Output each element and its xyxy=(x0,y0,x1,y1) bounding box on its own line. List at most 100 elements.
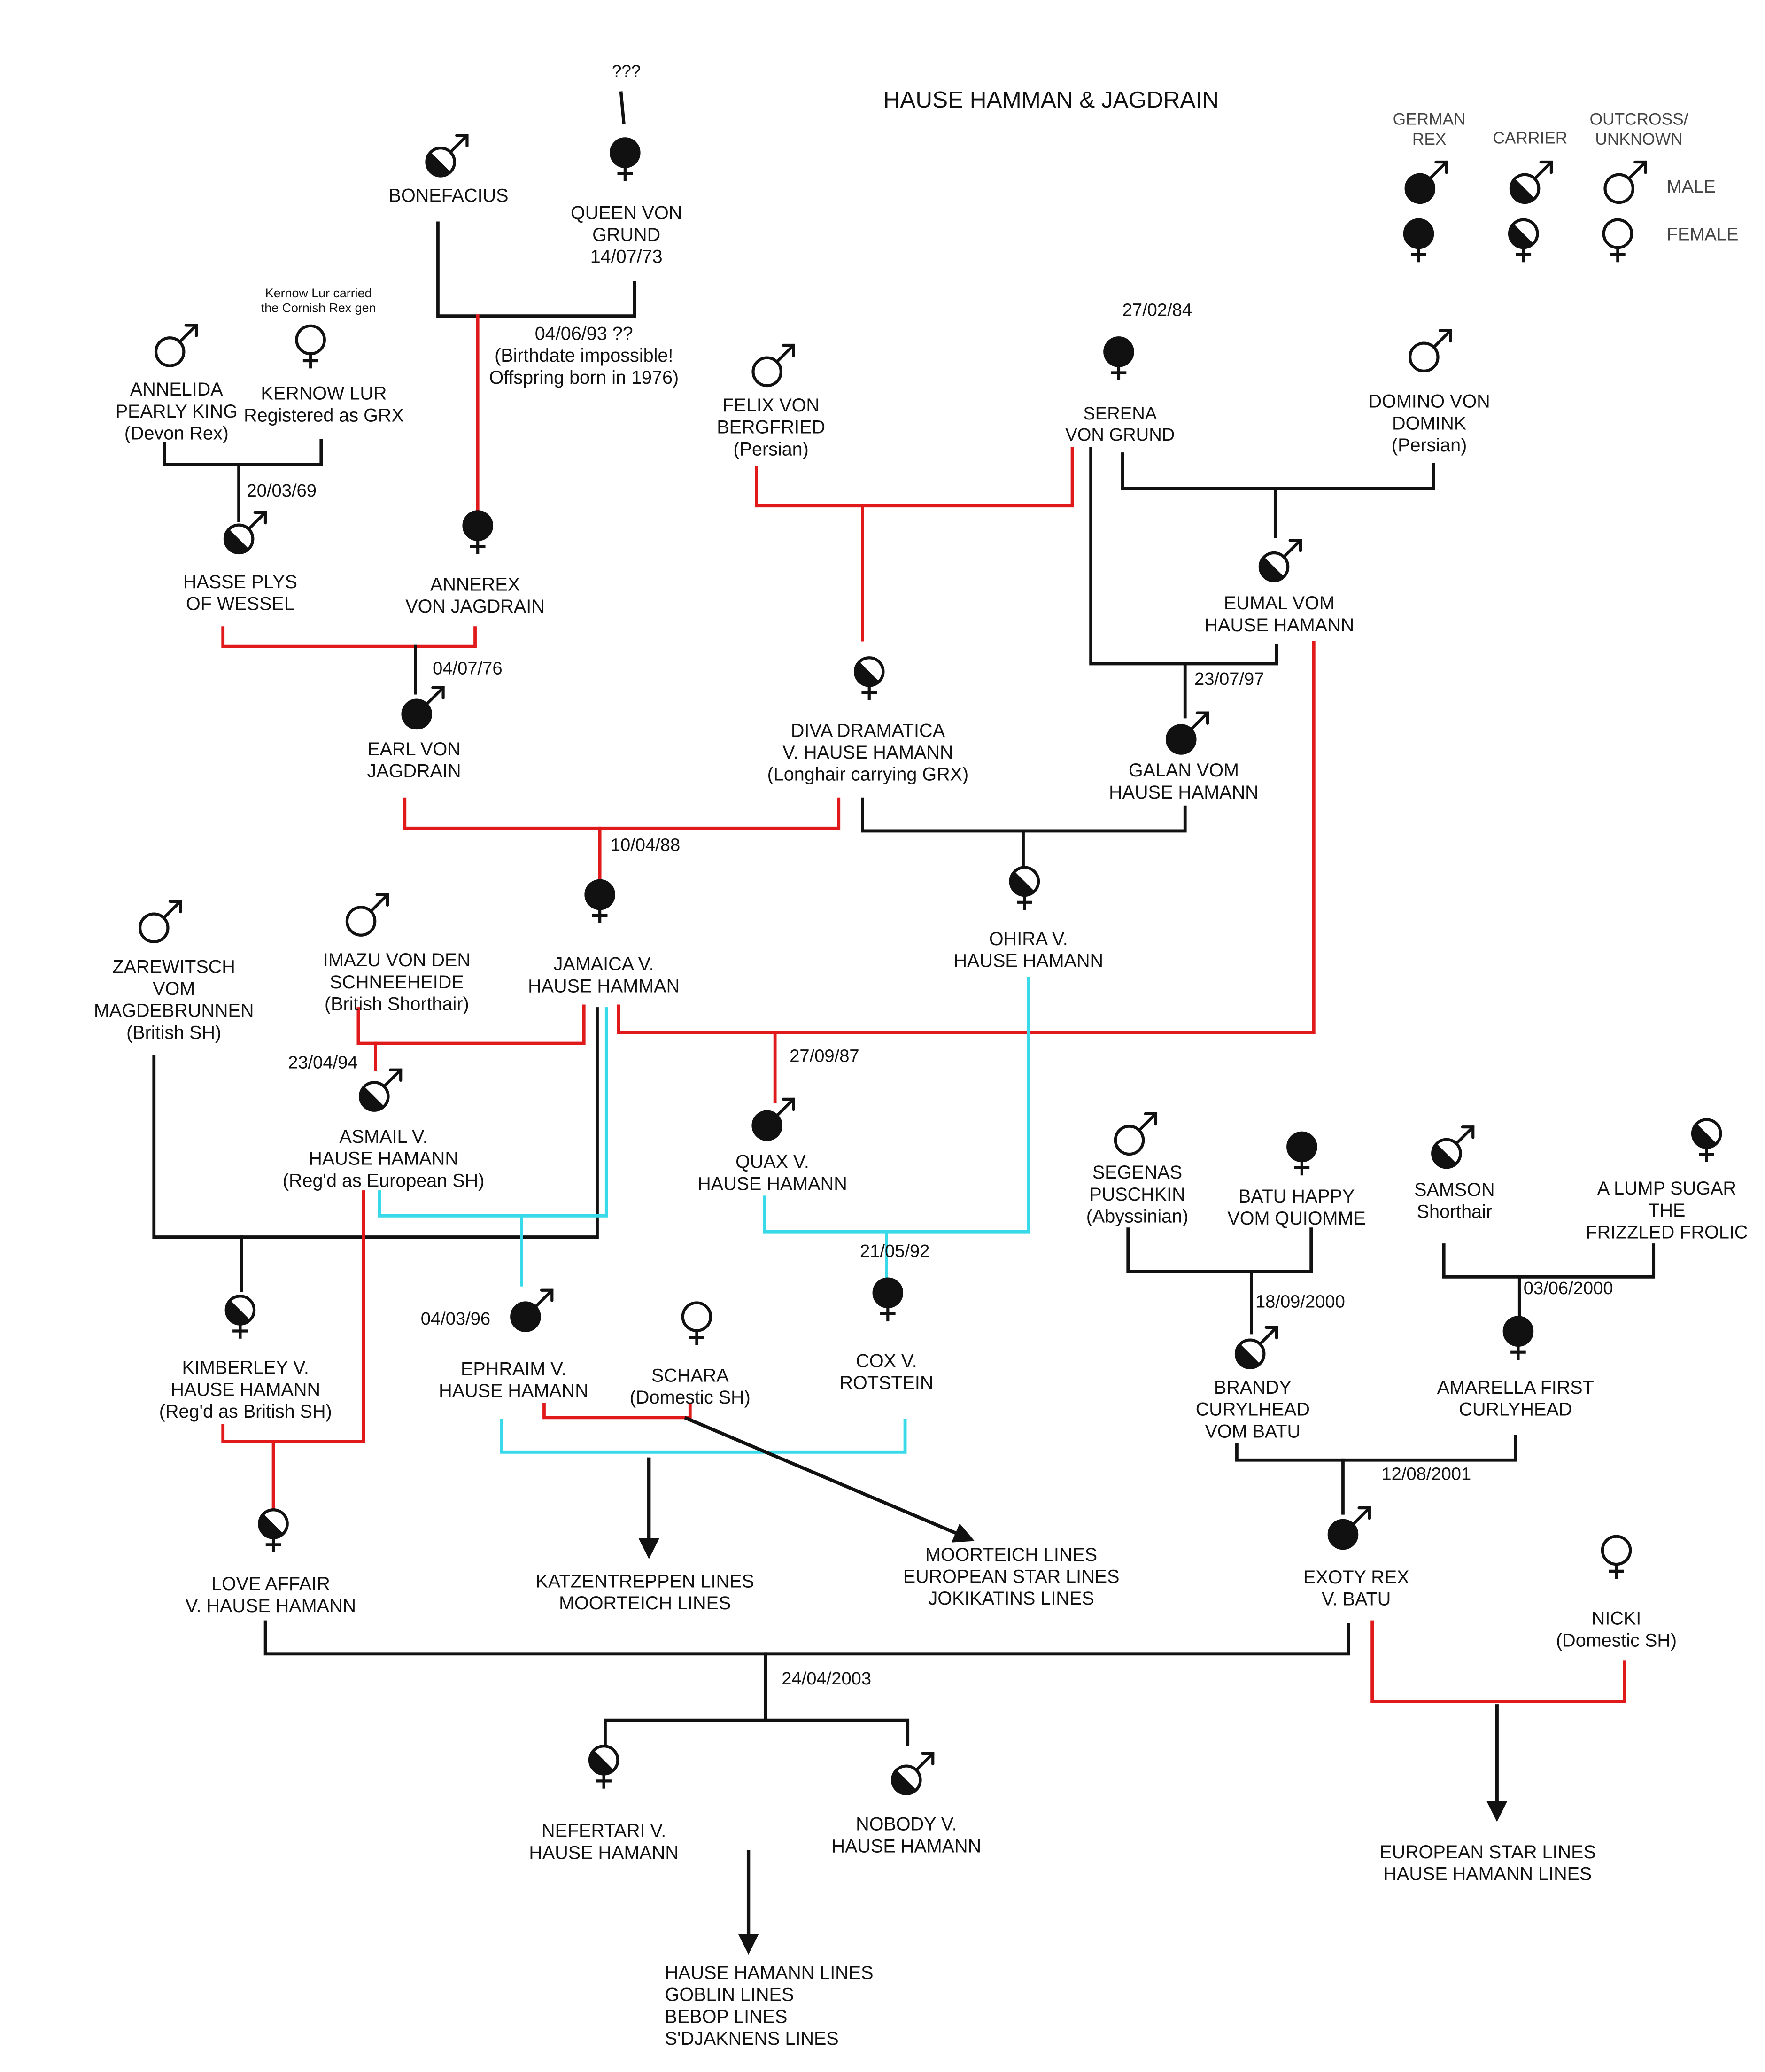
cat-label-line: EUMAL VOM xyxy=(1224,593,1335,613)
cat-label-line: 27/02/84 xyxy=(1122,300,1192,320)
female-symbol-icon xyxy=(588,1745,619,1789)
descendant-line-label: HAUSE HAMANN LINES xyxy=(665,1963,874,1983)
connector-line xyxy=(436,221,636,318)
cat-label-line: VOM BATU xyxy=(1205,1421,1301,1442)
cat-label-line: Kernow Lur carried xyxy=(265,286,372,300)
connector-line xyxy=(263,1620,1350,1656)
cat-label-line: GRUND xyxy=(592,225,660,245)
connector-line xyxy=(1121,452,1435,490)
cat-node-schara: SCHARA(Domestic SH) xyxy=(630,1366,751,1408)
cat-node-ephraim: EPHRAIM V.HAUSE HAMANN xyxy=(439,1358,588,1401)
birth-date-label: 24/04/2003 xyxy=(782,1668,871,1689)
cat-label-line: ANNELIDA xyxy=(130,379,223,400)
connector-line xyxy=(542,1403,692,1420)
cat-label-line: PUSCHKIN xyxy=(1089,1184,1185,1205)
cat-label-line: HAUSE HAMANN xyxy=(439,1381,588,1401)
birth-date-label: 04/07/76 xyxy=(433,659,502,679)
male-symbol-icon xyxy=(1165,711,1209,755)
female-symbol-icon xyxy=(681,1301,712,1345)
male-symbol-icon xyxy=(891,1752,935,1796)
cat-node-ohira: OHIRA V.HAUSE HAMANN xyxy=(953,929,1103,971)
male-symbol-icon xyxy=(1327,1506,1371,1550)
descendant-line-label: EUROPEAN STAR LINES xyxy=(903,1567,1120,1587)
male-symbol-icon xyxy=(359,1068,403,1112)
cat-label-line: NOBODY V. xyxy=(856,1814,957,1835)
cat-label-line: Registered as GRX xyxy=(244,405,404,426)
cat-label-line: 14/07/73 xyxy=(590,247,663,267)
cat-label-line: BATU HAPPY xyxy=(1239,1186,1355,1207)
male-symbol-icon xyxy=(1509,160,1553,204)
descendant-line-label: EUROPEAN STAR LINES xyxy=(1379,1842,1596,1862)
legend-column-label: UNKNOWN xyxy=(1595,130,1682,148)
cat-label-line: HAUSE HAMANN xyxy=(309,1149,458,1169)
connector-line xyxy=(378,1007,608,1218)
cat-node-kimberley: KIMBERLEY V.HAUSE HAMANN(Reg'd as Britis… xyxy=(159,1358,332,1422)
cat-label-line: Offspring born in 1976) xyxy=(489,367,679,388)
female-symbol-icon xyxy=(1602,218,1633,263)
female-symbol-icon xyxy=(224,1295,256,1339)
cat-node-note-birthdate: 04/06/93 ??(Birthdate impossible!Offspri… xyxy=(489,323,679,388)
legend-column-label: GERMAN xyxy=(1393,110,1466,129)
cat-label-line: AMARELLA FIRST xyxy=(1437,1377,1594,1398)
connector-line xyxy=(356,1004,586,1045)
male-symbol-icon xyxy=(1409,329,1452,373)
cat-label-line: FELIX VON xyxy=(722,395,820,416)
female-symbol-icon xyxy=(1502,1316,1534,1360)
cat-label-line: ANNEREX xyxy=(430,574,520,595)
cat-label-line: VON GRUND xyxy=(1065,425,1175,445)
legend-column-label: CARRIER xyxy=(1493,129,1567,147)
female-symbol-icon xyxy=(1286,1131,1317,1176)
cat-label-line: KIMBERLEY V. xyxy=(182,1358,309,1378)
female-symbol-icon xyxy=(1691,1118,1722,1162)
birth-date-label: 20/03/69 xyxy=(247,481,317,501)
cat-label-line: VOM QUIOMME xyxy=(1227,1208,1365,1229)
cat-label-line: HAUSE HAMANN xyxy=(1109,782,1259,803)
birth-date-label: 10/04/88 xyxy=(611,835,680,855)
cat-label-line: QUEEN VON xyxy=(571,202,682,223)
birth-date-label: 27/09/87 xyxy=(790,1046,859,1066)
cat-label-line: THE xyxy=(1648,1200,1685,1221)
cat-node-cox: COX V.ROTSTEIN xyxy=(840,1350,934,1393)
cat-label-line: DOMINK xyxy=(1392,413,1466,434)
cat-label-line: (Reg'd as European SH) xyxy=(283,1170,485,1191)
legend-column-carrier: CARRIER xyxy=(1493,129,1567,263)
cat-node-unknown-top: ??? xyxy=(612,62,641,81)
connector-line xyxy=(163,439,323,466)
connector-line xyxy=(221,1190,365,1443)
descendant-line-label: MOORTEICH LINES xyxy=(925,1544,1097,1565)
cat-label-line: OHIRA V. xyxy=(989,929,1068,949)
cat-label-line: (Abyssinian) xyxy=(1086,1206,1189,1227)
cat-label-line: (Persian) xyxy=(733,439,808,459)
cat-label-line: 04/06/93 ?? xyxy=(535,323,633,344)
female-symbol-icon xyxy=(462,510,493,554)
connector-line xyxy=(1235,1435,1517,1462)
cat-label-line: PEARLY KING xyxy=(116,401,238,422)
cat-label-line: ROTSTEIN xyxy=(840,1373,934,1393)
male-symbol-icon xyxy=(138,900,182,943)
cat-label-line: HAUSE HAMANN xyxy=(697,1173,847,1194)
male-symbol-icon xyxy=(154,324,198,367)
cat-node-quax: QUAX V.HAUSE HAMANN xyxy=(697,1152,847,1195)
connector-line xyxy=(152,1007,599,1239)
descendant-line-label: S'DJAKNENS LINES xyxy=(665,2028,839,2049)
cat-node-bonefacius: BONEFACIUS xyxy=(389,186,509,206)
male-symbol-icon xyxy=(223,511,267,555)
cat-label-line: SEGENAS xyxy=(1092,1162,1182,1183)
connector-line xyxy=(1126,1227,1313,1273)
cat-label-line: V. HAUSE HAMANN xyxy=(782,742,953,763)
connector-line xyxy=(221,626,477,648)
